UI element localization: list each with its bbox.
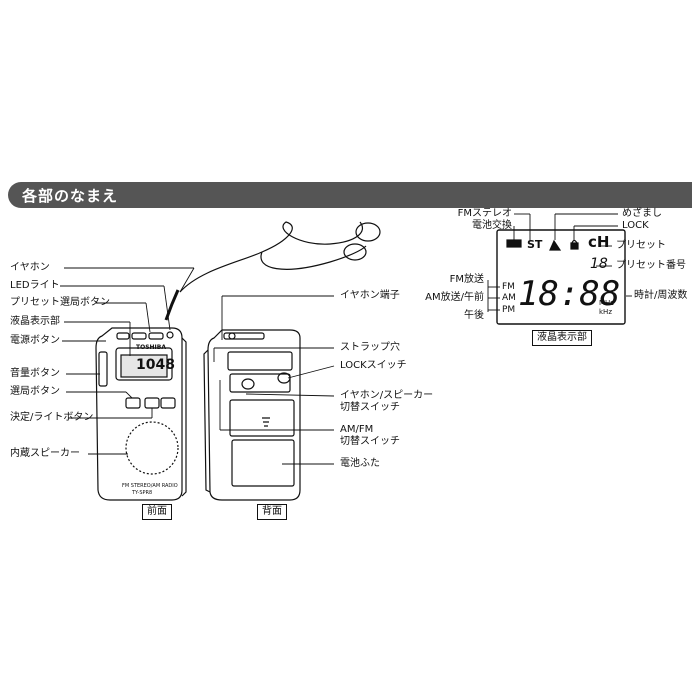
- lcd-label-preset: プリセット: [616, 240, 666, 251]
- lcd-label-am-morning: AM放送/午前: [425, 292, 484, 303]
- label-earphone: イヤホン: [10, 262, 50, 273]
- lcd-label-alarm: めざまし: [622, 208, 662, 219]
- label-volume: 音量ボタン: [10, 368, 60, 379]
- model-line2: TY-SPR8: [132, 490, 153, 496]
- lcd-digits: 18:88: [518, 274, 621, 314]
- label-led-light: LEDライト: [10, 280, 60, 291]
- lcd-label-clock-freq: 時計/周波数: [634, 290, 688, 301]
- brand-logo-text: TOSHIBA: [136, 344, 166, 351]
- lock-icon: [570, 242, 579, 250]
- earphone-cord: [179, 221, 363, 293]
- label-tuning: 選局ボタン: [10, 386, 60, 397]
- label-enter-light: 決定/ライトボタン: [10, 412, 94, 423]
- label-lcd: 液晶表示部: [10, 316, 60, 327]
- lcd-label-preset-number: プリセット番号: [616, 260, 686, 271]
- radio-display-text: 1048: [136, 357, 175, 373]
- lcd-pm: PM: [502, 305, 516, 315]
- model-line1: FM STEREO/AM RADIO: [122, 483, 178, 489]
- lcd-fm: FM: [502, 282, 515, 292]
- label-band-switch: AM/FM 切替スイッチ: [340, 424, 400, 447]
- label-strap: ストラップ穴: [340, 342, 400, 353]
- label-output-switch: イヤホン/スピーカー 切替スイッチ: [340, 390, 434, 413]
- label-battery-cover: 電池ふた: [340, 458, 380, 469]
- lcd-label-lock: LOCK: [622, 220, 649, 231]
- lcd-label-battery: 電池交換: [472, 220, 512, 231]
- front-leaders: [60, 267, 195, 455]
- caption-lcd: 液晶表示部: [532, 330, 592, 346]
- caption-front: 前面: [142, 504, 172, 520]
- lcd-st: ST: [527, 238, 543, 251]
- earbud-right: [355, 222, 381, 242]
- lcd-mhz: MHz: [599, 299, 614, 307]
- lcd-khz: kHz: [599, 308, 612, 316]
- lcd-preset-number: 18: [590, 256, 608, 272]
- caption-back: 背面: [257, 504, 287, 520]
- section-header: 各部のなまえ: [8, 182, 692, 208]
- bell-icon: [549, 239, 562, 251]
- section-title: 各部のなまえ: [22, 187, 119, 205]
- lcd-channel: cH: [588, 233, 610, 251]
- lcd-leaders: [487, 213, 632, 312]
- front-radio: [95, 327, 187, 501]
- lcd-panel-art: [496, 229, 626, 325]
- earbud-left: [343, 243, 367, 261]
- label-lock: LOCKスイッチ: [340, 360, 407, 371]
- lcd-label-fm-broadcast: FM放送: [449, 274, 484, 285]
- label-jack: イヤホン端子: [340, 290, 400, 301]
- lcd-label-afternoon: 午後: [464, 310, 484, 321]
- label-speaker: 内蔵スピーカー: [10, 448, 80, 459]
- back-leaders: [213, 295, 335, 465]
- label-preset-select: プリセット選局ボタン: [10, 297, 110, 308]
- label-power: 電源ボタン: [10, 335, 60, 346]
- lcd-label-fm-stereo: FMステレオ: [457, 208, 512, 219]
- lcd-am: AM: [502, 293, 516, 303]
- back-radio: [203, 329, 301, 501]
